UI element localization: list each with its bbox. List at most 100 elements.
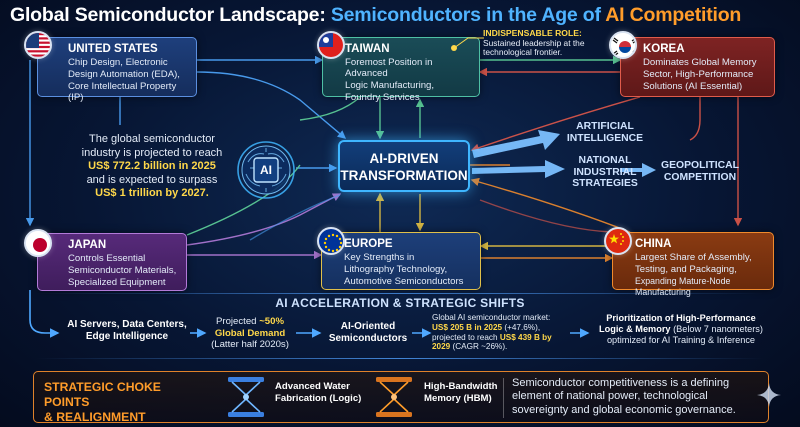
node-china-line-2: Testing, and Packaging, (635, 264, 737, 275)
page-title: Global Semiconductor Landscape: Semicond… (10, 4, 790, 30)
closing-statement: Semiconductor competitiveness is a defin… (512, 377, 764, 417)
market-line-2: industry is projected to reach (81, 146, 223, 159)
projected-label: Projected (215, 316, 260, 327)
node-korea-line-2: Sector, High-Performance (643, 69, 754, 80)
node-taiwan-line-1: Foremost Position in Advanced (345, 57, 433, 79)
us-flag-icon (24, 31, 52, 59)
node-japan-line-2: Semiconductor Materials, (68, 265, 177, 276)
ai-brain-chip-icon (237, 141, 295, 199)
ai-semis-line-1: AI-Oriented (340, 321, 396, 332)
ai-servers-text: AI Servers, Data Centers, Edge Intellige… (62, 319, 192, 343)
china-flag-icon (604, 227, 632, 255)
market-line-3: US$ 772.2 billion in 2025 (88, 160, 216, 172)
market-line-4: and is expected to surpass (86, 173, 218, 186)
servers-line-1: AI Servers, Data Centers, (67, 319, 187, 330)
node-korea-line-1: Dominates Global Memory (643, 57, 757, 68)
market-line-1: The global semiconductor (89, 133, 215, 145)
node-us-line-1: Chip Design, Electronic (68, 57, 168, 68)
node-united-states: UNITED STATES Chip Design, Electronic De… (37, 37, 197, 103)
ai-market-2029-year: 2029 (432, 342, 451, 352)
prio-line-1: Prioritization of High-Performance (606, 313, 756, 323)
note-line-1: Sustained leadership at the (483, 37, 585, 48)
ai-semiconductor-market-text: Global AI semiconductor market: US$ 205 … (432, 313, 572, 352)
node-us-line-3: Core Intellectual Property (IP) (68, 81, 177, 103)
servers-line-2: Edge Intelligence (85, 331, 169, 342)
taiwan-flag-icon (317, 31, 345, 59)
water-line-1: Advanced Water (275, 381, 350, 392)
title-part2: Semiconductors in the Age of (330, 4, 606, 26)
node-us-name: UNITED STATES (68, 43, 158, 55)
prioritization-text: Prioritization of High-Performance Logic… (586, 313, 776, 346)
hbm-hourglass-icon (376, 377, 412, 417)
projected-period: (Latter half 2020s) (211, 339, 289, 350)
node-china-line-3: Expanding Mature-Node Manufacturing (635, 276, 731, 297)
center-line-1: AI-DRIVEN (369, 151, 439, 166)
market-projection-text: The global semiconductor industry is pro… (62, 133, 242, 201)
node-us-line-2: Design Automation (EDA), (68, 69, 180, 80)
sparkle-icon (757, 383, 781, 407)
prio-logic-memory: Logic & Memory (599, 324, 671, 334)
indispensable-role-note: INDISPENSABLE ROLE: Sustained leadership… (483, 28, 613, 58)
closing-line-3: sovereignty and global economic governan… (512, 403, 736, 416)
outcome-gc-line-1: GEOPOLITICAL (661, 160, 739, 171)
node-korea-name: KOREA (643, 43, 685, 55)
projected-percent: ~50% (259, 316, 284, 327)
title-part3: AI Competition (605, 4, 742, 26)
wafer-hourglass-icon (228, 377, 264, 417)
node-taiwan-line-2: Logic Manufacturing, (345, 80, 435, 91)
outcome-ns-line-3: STRATEGIES (572, 178, 638, 189)
outcome-national-strategies: NATIONAL INDUSTRIAL STRATEGIES (560, 155, 650, 190)
node-taiwan-line-3: Foundry Services (345, 92, 420, 103)
ai-market-2025: US$ 205 B in 2025 (432, 322, 503, 332)
ai-market-line-1: Global AI semiconductor market: (432, 313, 551, 322)
prio-line-3: optimized for AI Training & Inference (606, 335, 756, 345)
ai-oriented-semiconductors-text: AI-Oriented Semiconductors (318, 321, 418, 345)
closing-line-2: element of national power, technological (512, 390, 708, 403)
node-europe-line-2: Lithography Technology, (344, 264, 448, 275)
node-korea-line-3: Solutions (AI Essential) (643, 81, 743, 92)
ai-semis-line-2: Semiconductors (328, 333, 408, 344)
prio-nanometers: (Below 7 nanometers) (670, 324, 763, 334)
closing-line-1: Semiconductor competitiveness is a defin… (512, 377, 730, 389)
japan-flag-icon (24, 229, 52, 257)
outcome-geopolitical-competition: GEOPOLITICAL COMPETITION (655, 160, 745, 183)
outcome-ai-line-2: INTELLIGENCE (566, 132, 644, 144)
korea-flag-icon (609, 31, 637, 59)
high-bandwidth-memory: High-Bandwidth Memory (HBM) (424, 381, 509, 405)
ai-market-projected: projected to reach (432, 332, 500, 342)
node-china-line-1: Largest Share of Assembly, (635, 252, 752, 263)
choke-line-2: & REALIGNMENT (44, 410, 146, 424)
node-japan-name: JAPAN (68, 239, 107, 251)
ai-market-2029-value: US$ 439 B by (499, 332, 552, 342)
ai-chip-label: AI (260, 163, 272, 177)
projected-global-demand: Global Demand (214, 327, 286, 339)
node-japan: JAPAN Controls Essential Semiconductor M… (37, 233, 187, 291)
market-line-5: US$ 1 trillion by 2027. (95, 187, 209, 199)
choke-points-title: STRATEGIC CHOKE POINTS & REALIGNMENT (44, 380, 194, 425)
note-title: INDISPENSABLE ROLE: (483, 28, 582, 38)
choke-line-1: STRATEGIC CHOKE POINTS (44, 380, 161, 409)
ai-market-growth: (+47.6%), (502, 322, 541, 332)
node-taiwan-name: TAIWAN (345, 43, 390, 55)
title-part1: Global Semiconductor Landscape: (10, 4, 331, 26)
node-taiwan: TAIWAN Foremost Position in Advanced Log… (322, 37, 480, 103)
hbm-line-2: Memory (HBM) (424, 393, 492, 404)
outcome-ns-line-2: INDUSTRIAL (573, 166, 637, 178)
outcome-ai-line-1: ARTIFICIAL (576, 121, 634, 132)
outcome-gc-line-2: COMPETITION (663, 171, 737, 183)
ai-driven-transformation-hub: AI-DRIVEN TRANSFORMATION (338, 140, 470, 192)
node-europe-name: EUROPE (344, 238, 393, 250)
water-line-2: Fabrication (Logic) (275, 393, 362, 404)
note-line-2: technological frontier. (483, 47, 563, 57)
center-line-2: TRANSFORMATION (340, 168, 468, 183)
node-china: CHINA Largest Share of Assembly, Testing… (612, 232, 774, 297)
node-japan-line-1: Controls Essential (68, 253, 146, 264)
node-china-name: CHINA (635, 238, 672, 250)
node-japan-line-3: Specialized Equipment (68, 277, 166, 288)
hbm-line-1: High-Bandwidth (424, 381, 498, 392)
outcome-ns-line-1: NATIONAL (578, 155, 632, 166)
outcome-artificial-intelligence: ARTIFICIAL INTELLIGENCE (560, 121, 650, 144)
node-korea: KOREA Dominates Global Memory Sector, Hi… (620, 37, 775, 97)
